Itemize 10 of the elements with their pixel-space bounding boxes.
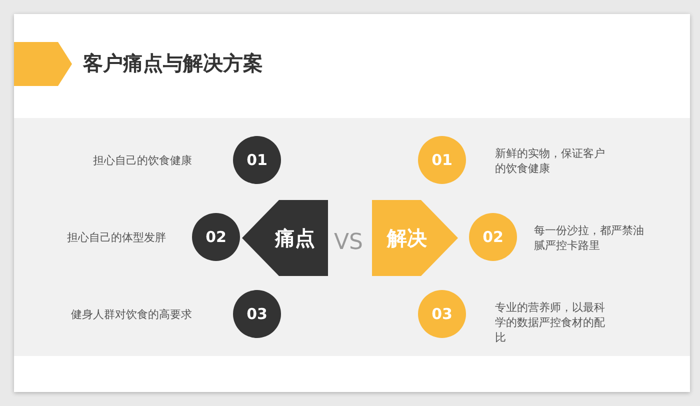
description-text: 每一份沙拉，都严禁油腻严控卡路里: [534, 223, 645, 253]
description-text: 担心自己的体型发胖: [66, 230, 166, 245]
title: 客户痛点与解决方案: [83, 50, 263, 77]
vs-label: VS: [334, 230, 364, 255]
description-text: 专业的营养师，以最科学的数据严控食材的配比: [495, 300, 606, 345]
description-text: 担心自己的饮食健康: [92, 153, 192, 168]
description-text: 新鲜的实物，保证客户的饮食健康: [495, 146, 606, 176]
pentagon-label: 痛点: [242, 200, 328, 276]
pentagon-label: 解决: [372, 200, 458, 276]
description-text: 健身人群对饮食的高要求: [70, 307, 192, 322]
